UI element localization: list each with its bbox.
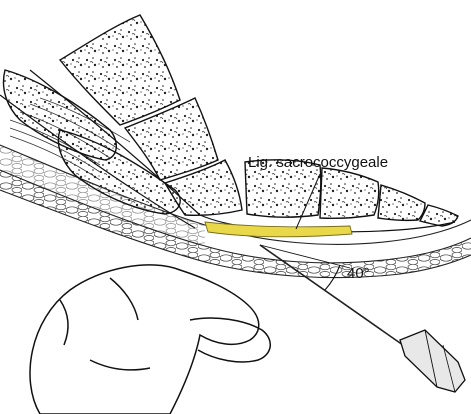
sacrococcygeal-ligament: [205, 222, 352, 237]
hand: [30, 265, 270, 414]
ligament-label: Lig. sacrococcygeale: [248, 155, 388, 170]
angle-label: 40°: [347, 266, 370, 281]
needle-hub: [400, 330, 465, 392]
